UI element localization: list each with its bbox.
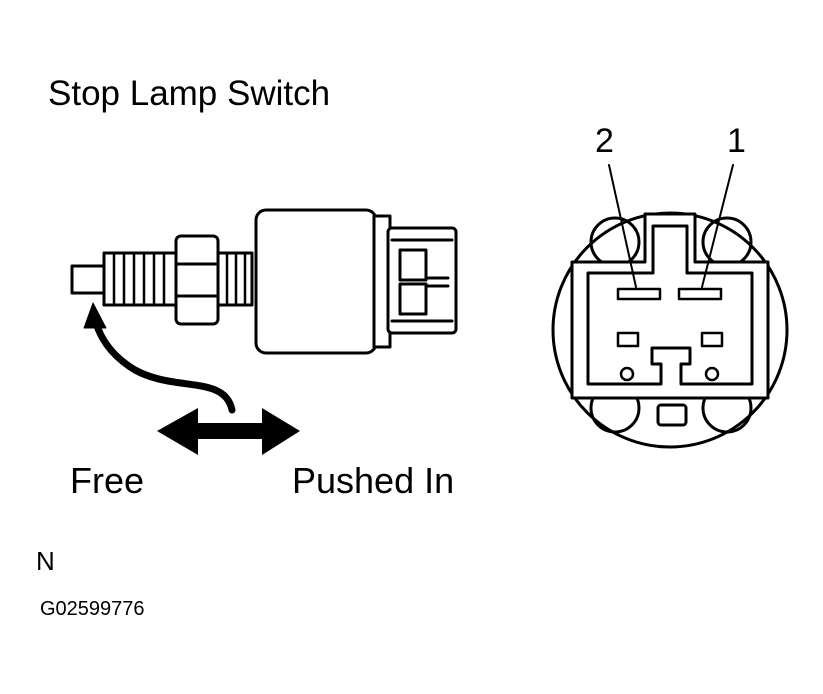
- curved-arrow: [83, 302, 236, 414]
- hole-left: [619, 366, 635, 382]
- free-label: Free: [70, 460, 145, 501]
- plunger-tip: [70, 264, 108, 295]
- figure-code: G02599776: [40, 598, 145, 620]
- pin-2-label: 2: [595, 122, 614, 160]
- shaft-threads: [112, 252, 247, 306]
- hole-right: [704, 366, 720, 382]
- pin-2-leader: [608, 164, 637, 288]
- diagram-title: Stop Lamp Switch: [48, 74, 331, 113]
- connector-key: [656, 403, 688, 427]
- terminal-slot-lower-left: [616, 331, 640, 348]
- terminal-slot-2: [616, 287, 662, 301]
- view-code: N: [36, 546, 55, 576]
- connector-terminal-lower: [398, 282, 428, 316]
- connector-front-view: [551, 164, 789, 449]
- connector-terminal-upper: [398, 248, 428, 282]
- pushed-in-label: Pushed In: [292, 460, 455, 501]
- switch-side-view: [70, 208, 458, 355]
- pin-1-label: 1: [727, 122, 746, 160]
- switch-body: [254, 208, 378, 355]
- connector-cavity: [586, 224, 754, 386]
- double-arrow: [157, 408, 300, 455]
- pin-1-leader: [701, 164, 734, 288]
- terminal-slot-lower-right: [700, 331, 724, 348]
- terminal-slot-1: [677, 287, 723, 301]
- lock-nut: [174, 234, 220, 326]
